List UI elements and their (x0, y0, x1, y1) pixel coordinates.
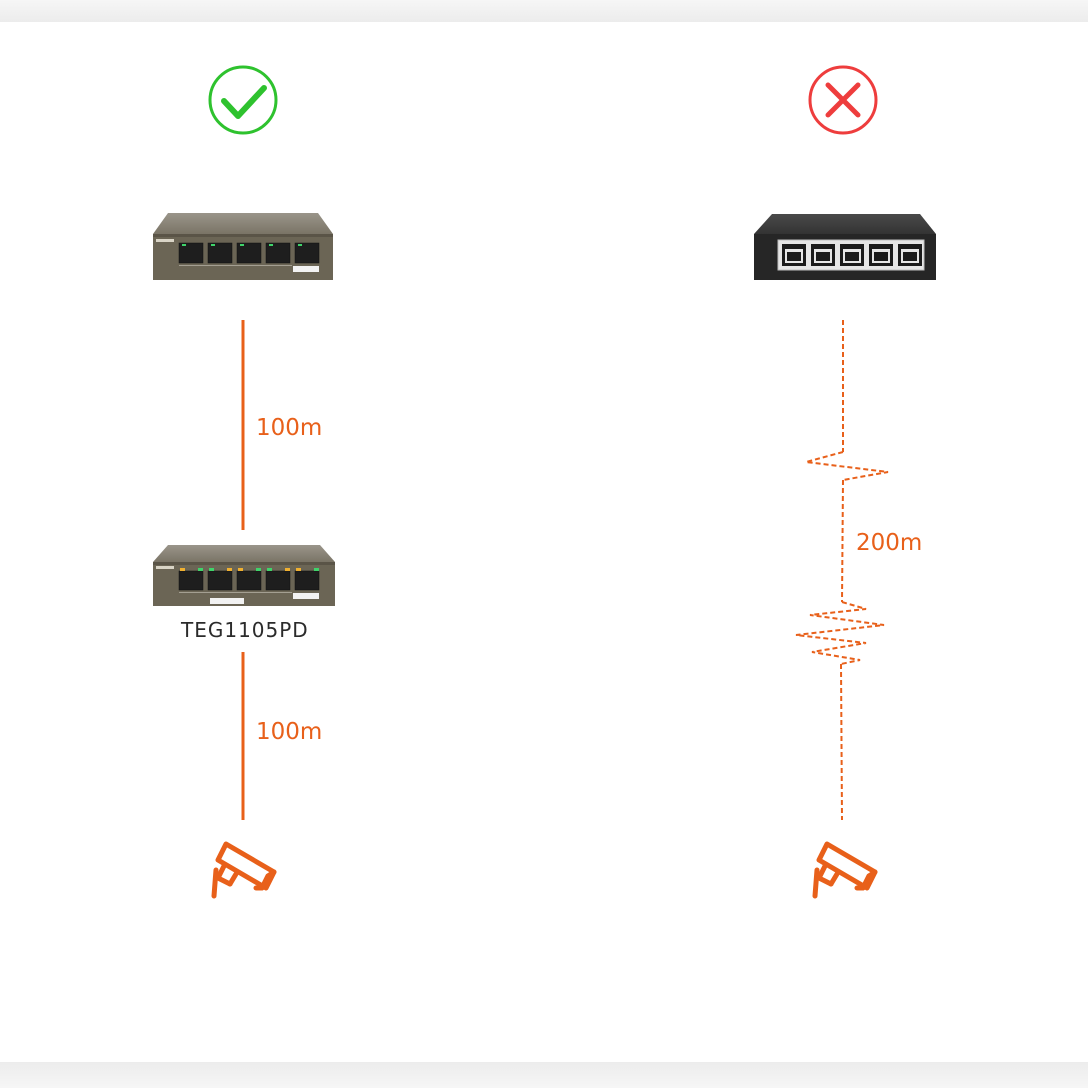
distance-label-broken: 200m (856, 530, 923, 556)
poe-switch-left-top (153, 213, 333, 280)
generic-switch-right (754, 214, 936, 280)
cctv-camera-icon (211, 841, 277, 899)
cross-circle-icon (808, 65, 878, 135)
bottom-band (0, 1062, 1088, 1088)
poe-extender-switch (153, 545, 335, 606)
cctv-camera-icon-right (812, 841, 878, 899)
distance-label-segment-1: 100m (256, 415, 323, 441)
top-band (0, 0, 1088, 22)
check-circle-icon (208, 65, 278, 135)
broken-cable (795, 320, 889, 821)
distance-label-segment-2: 100m (256, 719, 323, 745)
extender-model-label: TEG1105PD (181, 618, 309, 642)
